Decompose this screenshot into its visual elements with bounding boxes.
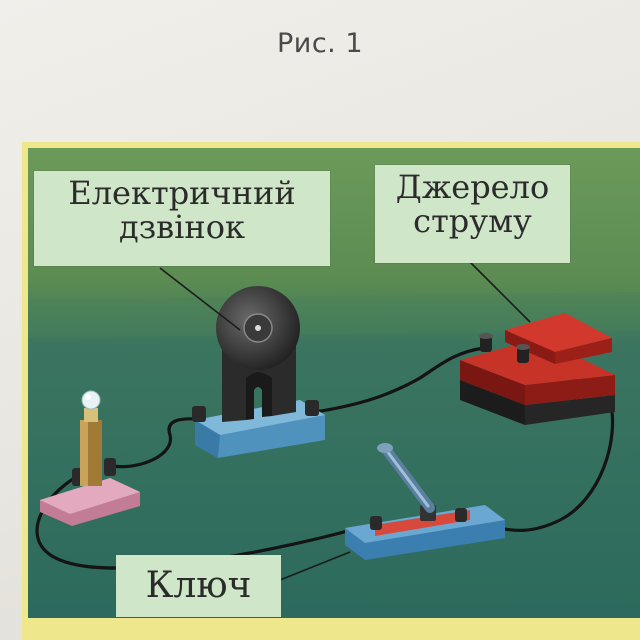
bell-label: Електричний дзвінок bbox=[34, 171, 330, 266]
source-label-line1: Джерело bbox=[395, 168, 550, 206]
bell-label-line2: дзвінок bbox=[119, 207, 245, 246]
pointer-lines bbox=[159, 261, 531, 581]
key-label: Ключ bbox=[116, 555, 281, 617]
bell-icon bbox=[192, 286, 325, 458]
figure-caption: Рис. 1 bbox=[276, 28, 364, 59]
source-label: Джерело струму bbox=[375, 165, 570, 263]
source-label-line2: струму bbox=[413, 201, 532, 240]
switch-icon bbox=[345, 443, 505, 560]
bell-label-line1: Електричний bbox=[68, 174, 296, 212]
lamp-icon bbox=[40, 390, 140, 526]
battery-icon bbox=[460, 313, 615, 425]
